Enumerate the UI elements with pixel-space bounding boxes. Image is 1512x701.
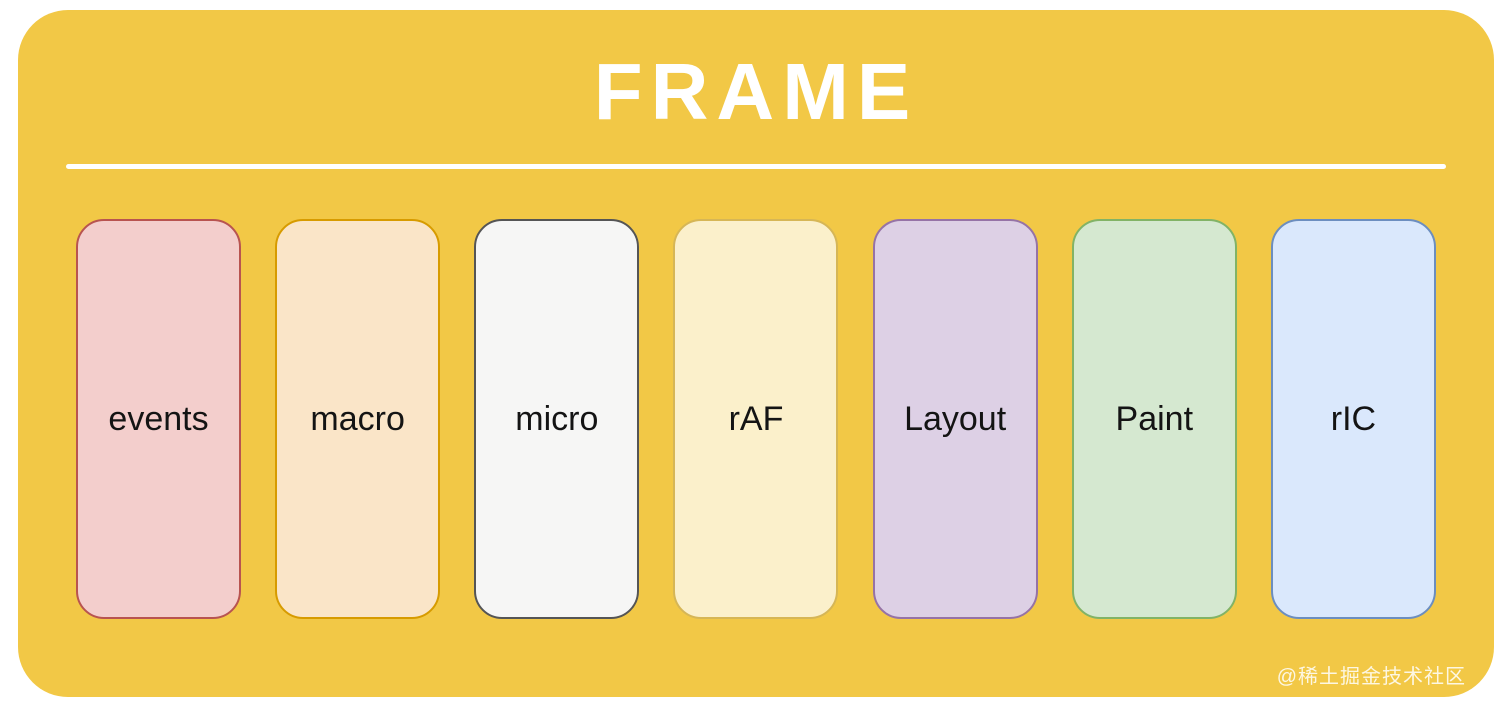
card-macro: macro <box>275 219 441 619</box>
card-label: rIC <box>1330 399 1377 438</box>
card-layout: Layout <box>872 219 1038 619</box>
card-label: events <box>108 399 209 438</box>
frame-title: FRAME <box>593 47 919 136</box>
card-micro: micro <box>474 219 640 619</box>
card-label: rAF <box>728 399 784 438</box>
card-paint: Paint <box>1071 219 1237 619</box>
card-events: events <box>76 219 241 619</box>
cards-row: events macro micro rAF Layout Paint rIC <box>76 219 1436 619</box>
card-ric: rIC <box>1270 219 1436 619</box>
card-label: Paint <box>1115 399 1194 438</box>
card-label: macro <box>310 399 405 438</box>
watermark: @稀土掘金技术社区 <box>1276 666 1466 688</box>
title-divider <box>66 164 1446 169</box>
card-raf: rAF <box>673 219 839 619</box>
card-label: micro <box>515 399 599 438</box>
card-label: Layout <box>904 399 1007 438</box>
